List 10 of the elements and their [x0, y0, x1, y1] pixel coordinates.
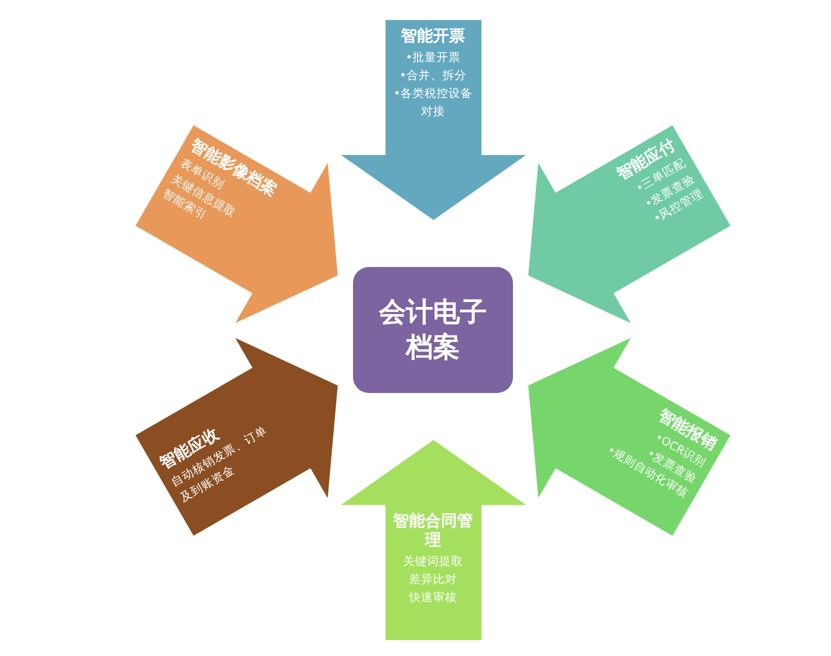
center-box [353, 267, 513, 393]
center-title: 会计电子档案 [378, 296, 488, 365]
arrow-heading: 智能合同管理 [393, 511, 473, 550]
feature-item: •合并、拆分 [400, 67, 466, 84]
feature-item: 差异比对 [409, 571, 457, 588]
feature-item: 关键词提取 [403, 553, 463, 570]
feature-item: 快速审核 [409, 589, 457, 606]
feature-item: •批量开票 [406, 49, 460, 66]
feature-item: •各类税控设备对接 [393, 84, 473, 120]
arrow-heading: 智能开票 [401, 26, 465, 46]
